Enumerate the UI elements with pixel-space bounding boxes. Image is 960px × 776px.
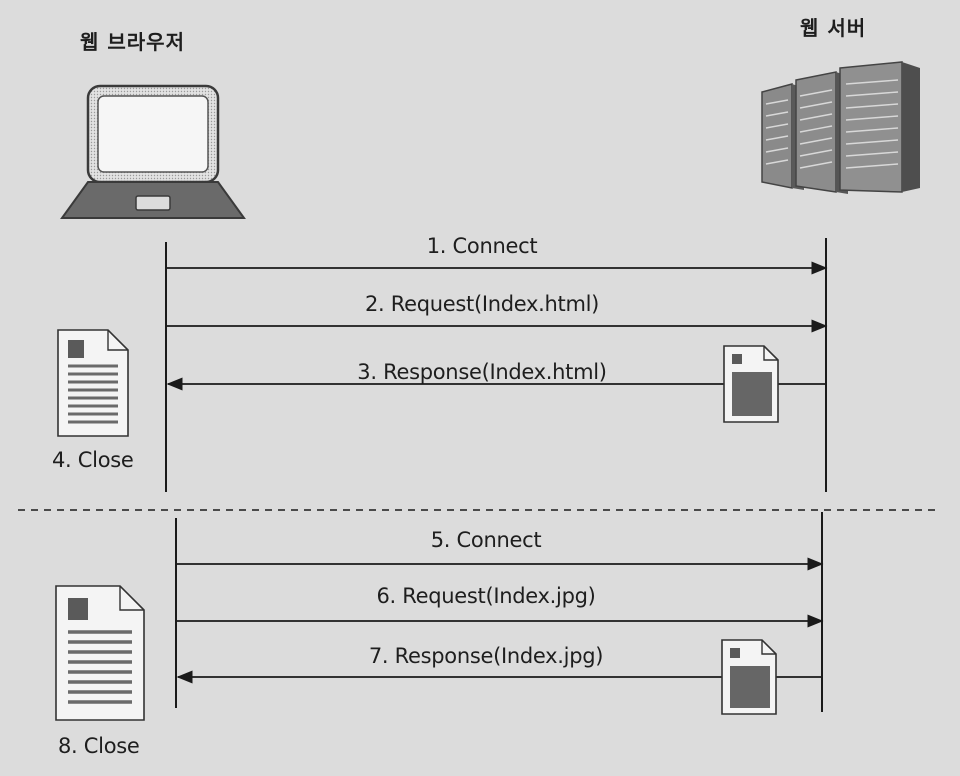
response-document-icon [721,639,777,715]
message-label: 1. Connect [426,234,538,258]
close-label: 8. Close [58,734,140,758]
message-label: 7. Response(Index.jpg) [368,644,604,668]
response-document-icon [723,345,779,423]
laptop-icon [60,84,246,219]
message-label: 6. Request(Index.jpg) [376,584,596,608]
message-label: 5. Connect [430,528,542,552]
server-title: 웹 서버 [800,16,867,40]
document-icon [57,329,129,437]
client-title: 웹 브라우저 [80,30,185,54]
server-rack-icon [761,61,920,194]
document-icon [55,585,145,721]
message-label: 3. Response(Index.html) [357,360,607,384]
close-label: 4. Close [52,448,134,472]
message-label: 2. Request(Index.html) [364,292,600,316]
